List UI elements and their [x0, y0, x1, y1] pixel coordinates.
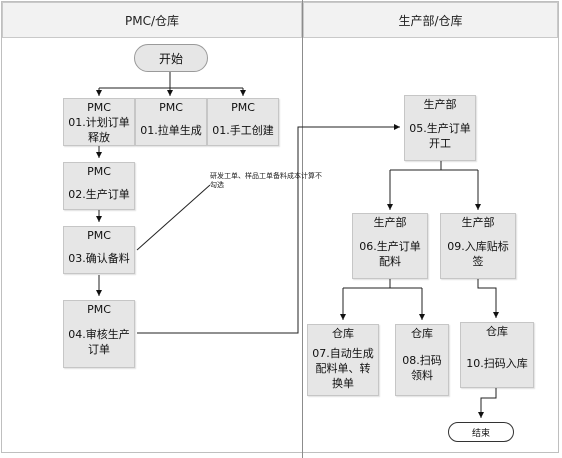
node-text: 03.确认备料	[68, 251, 130, 265]
node-10-scan-inbound: 仓库 10.扫码入库	[460, 322, 534, 388]
node-05-start-production-order: 生产部 05.生产订单开工	[404, 95, 476, 161]
node-dept: PMC	[159, 101, 183, 114]
node-09-inbound-label: 生产部 09.入库贴标签	[440, 213, 516, 279]
node-dept: 生产部	[461, 216, 495, 229]
node-dept: PMC	[87, 303, 111, 316]
start-terminator: 开始	[134, 44, 208, 72]
node-dept: PMC	[231, 101, 255, 114]
lane-header-pmc: PMC/仓库	[2, 2, 302, 38]
node-text: 06.生产订单配料	[359, 240, 421, 268]
diagram-frame	[1, 1, 559, 453]
node-01-pull-generate: PMC 01.拉单生成	[135, 98, 207, 146]
end-terminator: 结束	[448, 422, 514, 442]
node-text: 01.计划订单释放	[68, 116, 130, 144]
node-text: 01.手工创建	[212, 123, 274, 137]
node-01-manual-create: PMC 01.手工创建	[207, 98, 279, 146]
note-annotation: 研发工单、样品工单备料成本计算不勾选	[210, 172, 322, 189]
node-dept: 生产部	[373, 216, 407, 229]
node-text: 09.入库贴标签	[447, 240, 509, 268]
node-01-plan-order-release: PMC 01.计划订单释放	[63, 98, 135, 146]
start-label: 开始	[158, 51, 183, 66]
node-dept: PMC	[87, 229, 111, 242]
lane-title-pmc: PMC/仓库	[124, 13, 179, 28]
lane-title-production: 生产部/仓库	[398, 13, 463, 28]
node-text: 08.扫码领料	[402, 354, 442, 382]
node-text: 07.自动生成配料单、转换单	[312, 346, 374, 390]
node-text: 10.扫码入库	[466, 356, 528, 370]
end-label: 结束	[471, 428, 490, 439]
node-08-scan-pick-materials: 仓库 08.扫码领料	[395, 324, 449, 396]
node-dept: 仓库	[411, 327, 433, 340]
node-text: 04.审核生产订单	[68, 328, 130, 356]
node-dept: PMC	[87, 165, 111, 178]
lane-header-production: 生产部/仓库	[303, 2, 558, 38]
node-text: 02.生产订单	[68, 187, 130, 201]
node-text: 01.拉单生成	[140, 123, 202, 137]
node-03-confirm-materials: PMC 03.确认备料	[63, 226, 135, 274]
node-dept: 仓库	[486, 325, 508, 338]
lane-divider	[302, 0, 303, 458]
node-dept: 仓库	[332, 327, 354, 340]
node-07-auto-generate-material-list: 仓库 07.自动生成配料单、转换单	[307, 324, 379, 396]
node-04-approve-production-order: PMC 04.审核生产订单	[63, 300, 135, 368]
node-text: 05.生产订单开工	[409, 122, 471, 150]
node-dept: PMC	[87, 101, 111, 114]
node-02-production-order: PMC 02.生产订单	[63, 162, 135, 210]
node-dept: 生产部	[423, 98, 457, 111]
node-06-production-order-materials: 生产部 06.生产订单配料	[352, 213, 428, 279]
